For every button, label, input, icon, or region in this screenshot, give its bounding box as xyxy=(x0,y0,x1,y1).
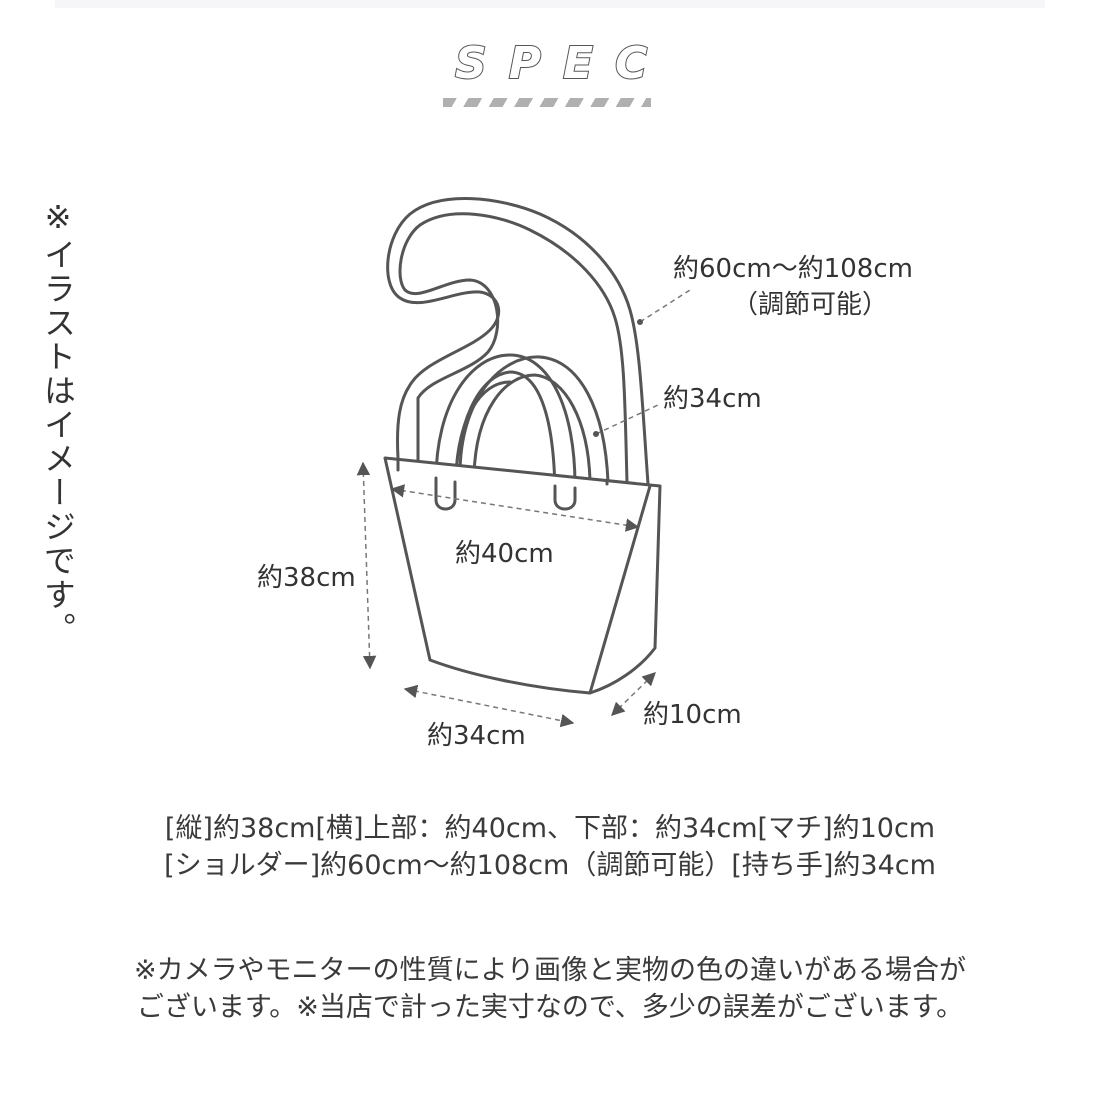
disclaimer-line-1: ※カメラやモニターの性質により画像と実物の色の違いがある場合が xyxy=(133,955,967,986)
shoulder-length-label: 約60cm〜約108cm xyxy=(673,254,913,284)
bag-gusset-line xyxy=(588,484,652,695)
width-top-label: 約40cm xyxy=(455,539,554,569)
leader-handle xyxy=(595,404,659,435)
shoulder-adjustable-label: （調節可能） xyxy=(732,290,889,320)
title-stripe-decoration xyxy=(443,98,651,107)
front-handle-inner xyxy=(454,380,512,478)
dim-gusset xyxy=(611,672,656,716)
spec-summary: [縦]約38cm[横]上部：約40cm、下部：約34cm[マチ]約10cm [シ… xyxy=(0,810,1100,884)
height-label: 約38cm xyxy=(257,563,356,593)
shoulder-strap-outer xyxy=(386,197,650,486)
gusset-label: 約10cm xyxy=(643,700,742,730)
spec-line-dimensions: [縦]約38cm[横]上部：約40cm、下部：約34cm[マチ]約10cm xyxy=(164,813,936,844)
back-handle-inner xyxy=(472,373,592,482)
disclaimer-line-2: ございます。※当店で計った実寸なので、多少の誤差がございます。 xyxy=(136,992,964,1023)
width-bottom-label: 約34cm xyxy=(427,721,526,751)
dim-height xyxy=(356,461,377,670)
disclaimer: ※カメラやモニターの性質により画像と実物の色の違いがある場合が ございます。※当… xyxy=(0,952,1100,1026)
spec-title: SPEC xyxy=(454,37,670,90)
dim-width-bottom xyxy=(403,684,575,728)
handle-length-label: 約34cm xyxy=(663,384,762,414)
top-divider-band xyxy=(55,0,1045,8)
illustration-note: ※イラストはイメージです。 xyxy=(39,198,77,646)
shoulder-strap-inner xyxy=(398,212,629,484)
bag-body-outline xyxy=(383,456,662,695)
dim-width-top xyxy=(390,484,640,532)
spec-line-straps: [ショルダー]約60cm〜約108cm（調節可能）[持ち手]約34cm xyxy=(164,850,936,881)
leader-shoulder xyxy=(639,289,691,323)
